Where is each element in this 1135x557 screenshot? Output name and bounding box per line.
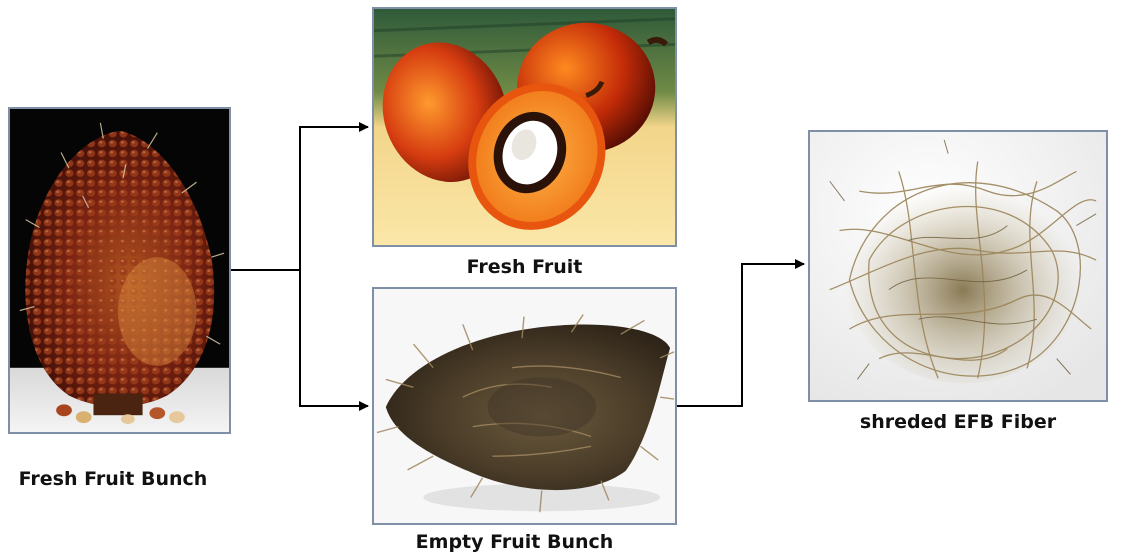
fresh-fruit-bunch-label: Fresh Fruit Bunch: [8, 468, 218, 490]
shredded-fiber-label: shreded EFB Fiber: [808, 411, 1108, 433]
arrow-to-shredded-fiber: [677, 264, 804, 406]
arrow-to-fresh-fruit: [231, 127, 368, 270]
fresh-fruit-label: Fresh Fruit: [372, 256, 677, 278]
arrow-to-empty-fruit-bunch: [300, 270, 368, 406]
empty-fruit-bunch-label: Empty Fruit Bunch: [372, 531, 657, 553]
